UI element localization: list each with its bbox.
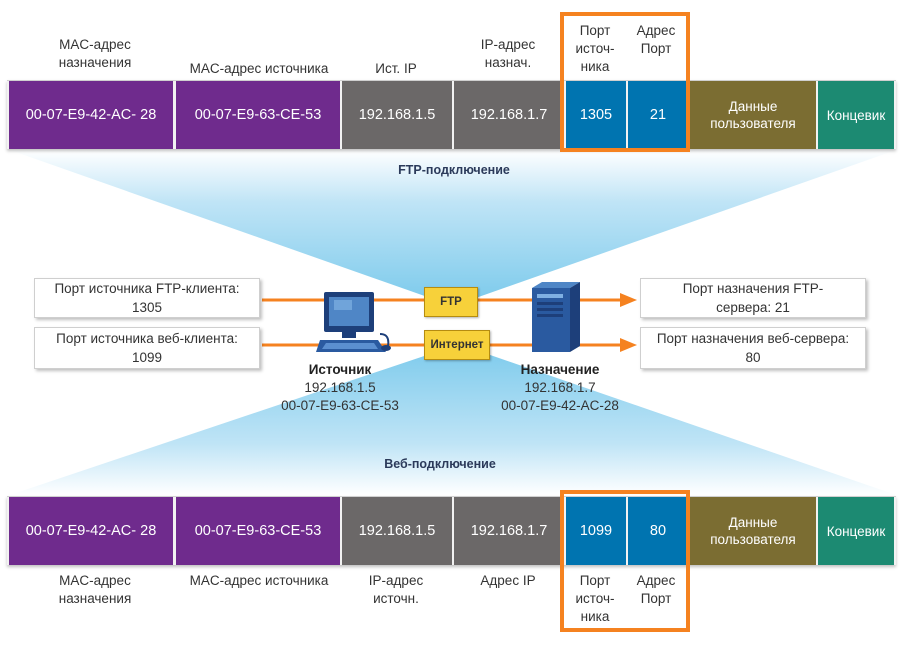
frame-src-ip: 192.168.1.5	[342, 81, 452, 149]
ftp-arrow-head	[620, 293, 637, 307]
ftp-server-port-box: Порт назначения FTP- сервера: 21	[640, 278, 866, 318]
frame-src-mac: 00-07-E9-63-CE-53	[176, 497, 340, 565]
destination-ip: 192.168.1.7	[524, 380, 596, 395]
frame-dst-ip: 192.168.1.7	[454, 81, 564, 149]
header-src-ip: Ист. IP	[375, 61, 417, 76]
ftp-connection-label: FTP-подключение	[398, 163, 510, 177]
frame-user-data: Данные пользователя	[690, 497, 816, 565]
header-src-ip: IP-адрес источн.	[368, 573, 424, 606]
destination-name: Назначение	[520, 362, 600, 377]
frame-src-ip: 192.168.1.5	[342, 497, 452, 565]
web-client-port-box: Порт источника веб-клиента: 1099	[34, 327, 260, 369]
server-icon	[532, 282, 580, 352]
frame-dst-ip: 192.168.1.7	[454, 497, 564, 565]
header-src-mac: MAC-адрес источника	[189, 573, 329, 588]
header-src-port: Порт источ- ника	[575, 23, 615, 74]
ftp-tag: FTP	[424, 287, 478, 317]
source-ip: 192.168.1.5	[304, 380, 376, 395]
header-dst-ip: Адрес IP	[480, 573, 536, 588]
frame-dst-mac: 00-07-E9-42-AC- 28	[9, 81, 173, 149]
header-dst-ip: IP-адрес назнач.	[480, 37, 536, 70]
header-src-mac: MAC-адрес источника	[189, 61, 329, 76]
web-frame: 00-07-E9-42-AC- 28 00-07-E9-63-CE-53 192…	[7, 496, 896, 565]
frame-dst-port: 21	[628, 81, 688, 149]
web-tag: Интернет	[424, 330, 490, 360]
web-server-port-box: Порт назначения веб-сервера: 80	[640, 327, 866, 369]
destination-mac: 00-07-E9-42-AC-28	[501, 398, 619, 413]
ftp-frame: 00-07-E9-42-AC- 28 00-07-E9-63-CE-53 192…	[7, 80, 896, 149]
frame-dst-mac: 00-07-E9-42-AC- 28	[9, 497, 173, 565]
web-arrow-head	[620, 338, 637, 352]
frame-trailer: Концевик	[818, 497, 894, 565]
frame-src-mac: 00-07-E9-63-CE-53	[176, 81, 340, 149]
frame-src-port: 1099	[566, 497, 626, 565]
header-dst-mac: MAC-адрес назначения	[58, 37, 132, 70]
ftp-beam	[10, 150, 896, 300]
ftp-client-port-box: Порт источника FTP-клиента: 1305	[34, 278, 260, 318]
frame-dst-port: 80	[628, 497, 688, 565]
computer-icon	[316, 292, 391, 352]
ports-highlight-top	[560, 12, 690, 152]
source-name: Источник	[308, 362, 372, 377]
web-connection-label: Веб-подключение	[384, 457, 496, 471]
web-beam	[10, 348, 896, 495]
frame-trailer: Концевик	[818, 81, 894, 149]
source-mac: 00-07-E9-63-CE-53	[281, 398, 399, 413]
ports-highlight-bottom	[560, 490, 690, 632]
frame-src-port: 1305	[566, 81, 626, 149]
header-dst-port: Адрес Порт	[636, 573, 676, 606]
header-src-port: Порт источ- ника	[575, 573, 615, 624]
frame-user-data: Данные пользователя	[690, 81, 816, 149]
header-dst-mac: MAC-адрес назначения	[58, 573, 132, 606]
header-dst-port: Адрес Порт	[636, 23, 676, 56]
